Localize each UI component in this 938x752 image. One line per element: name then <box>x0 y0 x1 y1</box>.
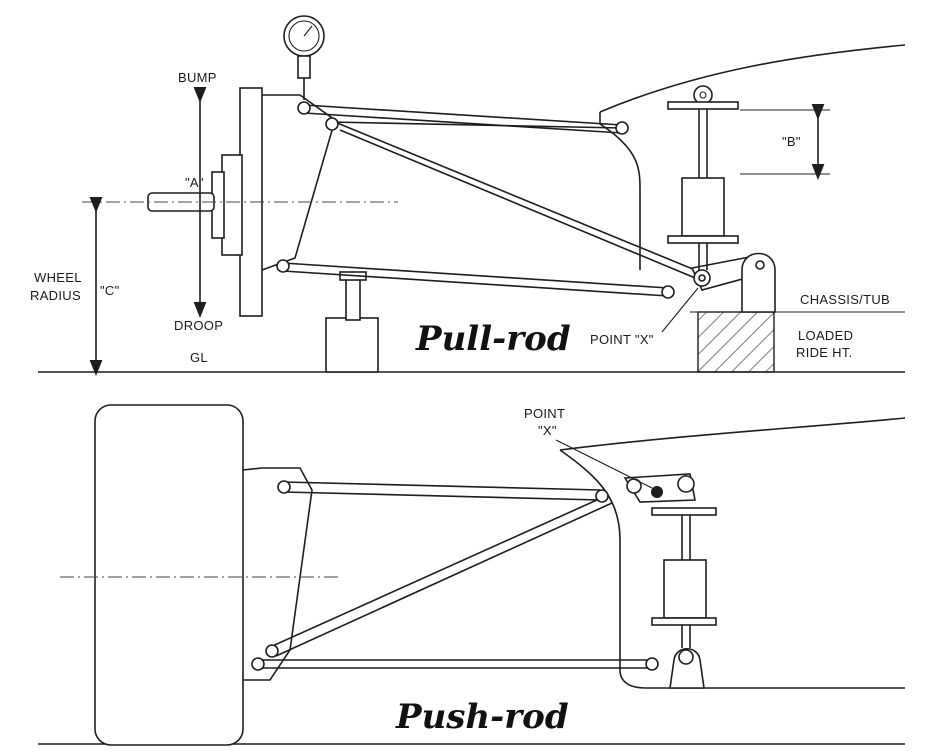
lower-wishbone <box>282 262 669 289</box>
jack-base <box>325 317 379 373</box>
label-point-x: POINT "X" <box>590 332 654 347</box>
label-point: POINT <box>524 406 565 421</box>
title-push-rod: Push-rod <box>395 697 569 737</box>
dial-gauge-stem <box>297 55 311 79</box>
spring-top-plate <box>667 101 739 110</box>
label-wheel: WHEEL <box>34 270 82 285</box>
label-radius: RADIUS <box>30 288 81 303</box>
upper-wishbone-front <box>303 104 623 126</box>
label-dim-b: "B" <box>782 134 801 149</box>
rocker-bracket <box>741 252 776 313</box>
label-droop: DROOP <box>174 318 223 333</box>
label-gl: GL <box>190 350 208 365</box>
upright-body-2 <box>242 467 313 681</box>
label-dim-c: "C" <box>100 283 120 298</box>
label-bump: BUMP <box>178 70 217 85</box>
pivot-upper-outer <box>297 101 311 115</box>
label-chassis-tub: CHASSIS/TUB <box>800 292 890 307</box>
damper-body <box>681 177 725 237</box>
spring-bottom-plate <box>667 235 739 244</box>
damper-body-2 <box>663 559 707 619</box>
label-loaded: LOADED <box>798 328 853 343</box>
chassis-lower-outline <box>559 449 905 689</box>
chassis-curve-bottom <box>559 417 906 451</box>
hub-flange <box>221 154 243 256</box>
chassis-curve-top <box>599 44 906 113</box>
label-ride-ht: RIDE HT. <box>796 345 853 360</box>
push-rod-section: POINT "X" Push-rod <box>38 404 906 746</box>
ride-height-block <box>697 311 775 373</box>
label-x: "X" <box>538 423 557 438</box>
pull-rod <box>329 119 701 273</box>
push-rod <box>267 494 609 649</box>
jack-post <box>345 277 361 321</box>
pull-rod-section: BUMP DROOP "A" "B" "C" WHEEL RADIUS GL C… <box>30 15 906 376</box>
upper-wishbone-2 <box>283 481 601 491</box>
title-pull-rod: Pull-rod <box>415 319 571 359</box>
chassis-bulkhead <box>599 112 641 270</box>
upright-body <box>261 94 336 271</box>
label-dim-a: "A" <box>185 175 204 190</box>
tyre <box>94 404 244 746</box>
pivot-lower-outer <box>276 259 290 273</box>
